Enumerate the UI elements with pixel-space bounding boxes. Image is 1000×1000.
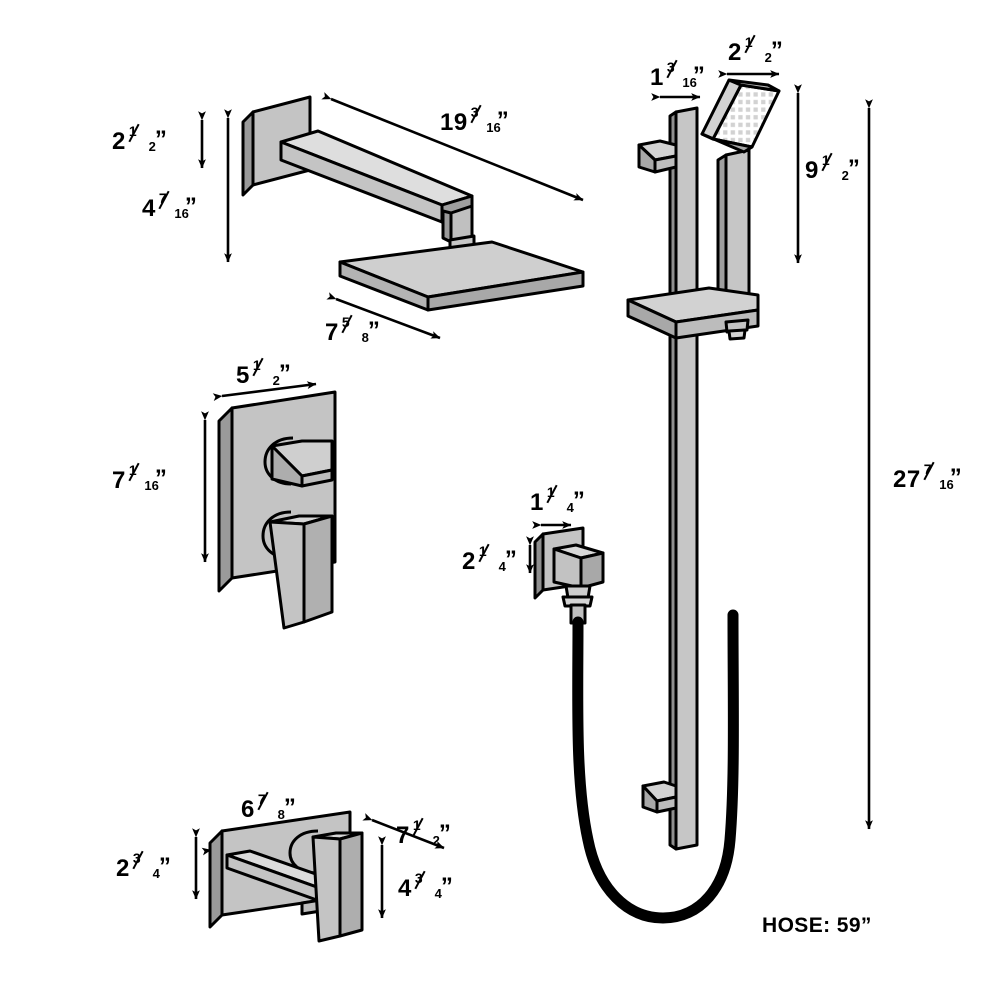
dim-spout-projection — [362, 813, 445, 850]
dim-valve-width — [212, 381, 317, 401]
water-outlet — [533, 526, 605, 625]
tub-spout — [208, 810, 364, 943]
shower-hose — [572, 609, 739, 924]
dim-arm-length — [321, 92, 584, 202]
hose-length-label: HOSE: 59” — [762, 914, 872, 937]
shower-arm-and-head — [241, 95, 585, 312]
dim-head-width — [326, 292, 441, 340]
hand-shower-slide-bar — [626, 78, 781, 851]
valve-trim — [217, 390, 337, 630]
